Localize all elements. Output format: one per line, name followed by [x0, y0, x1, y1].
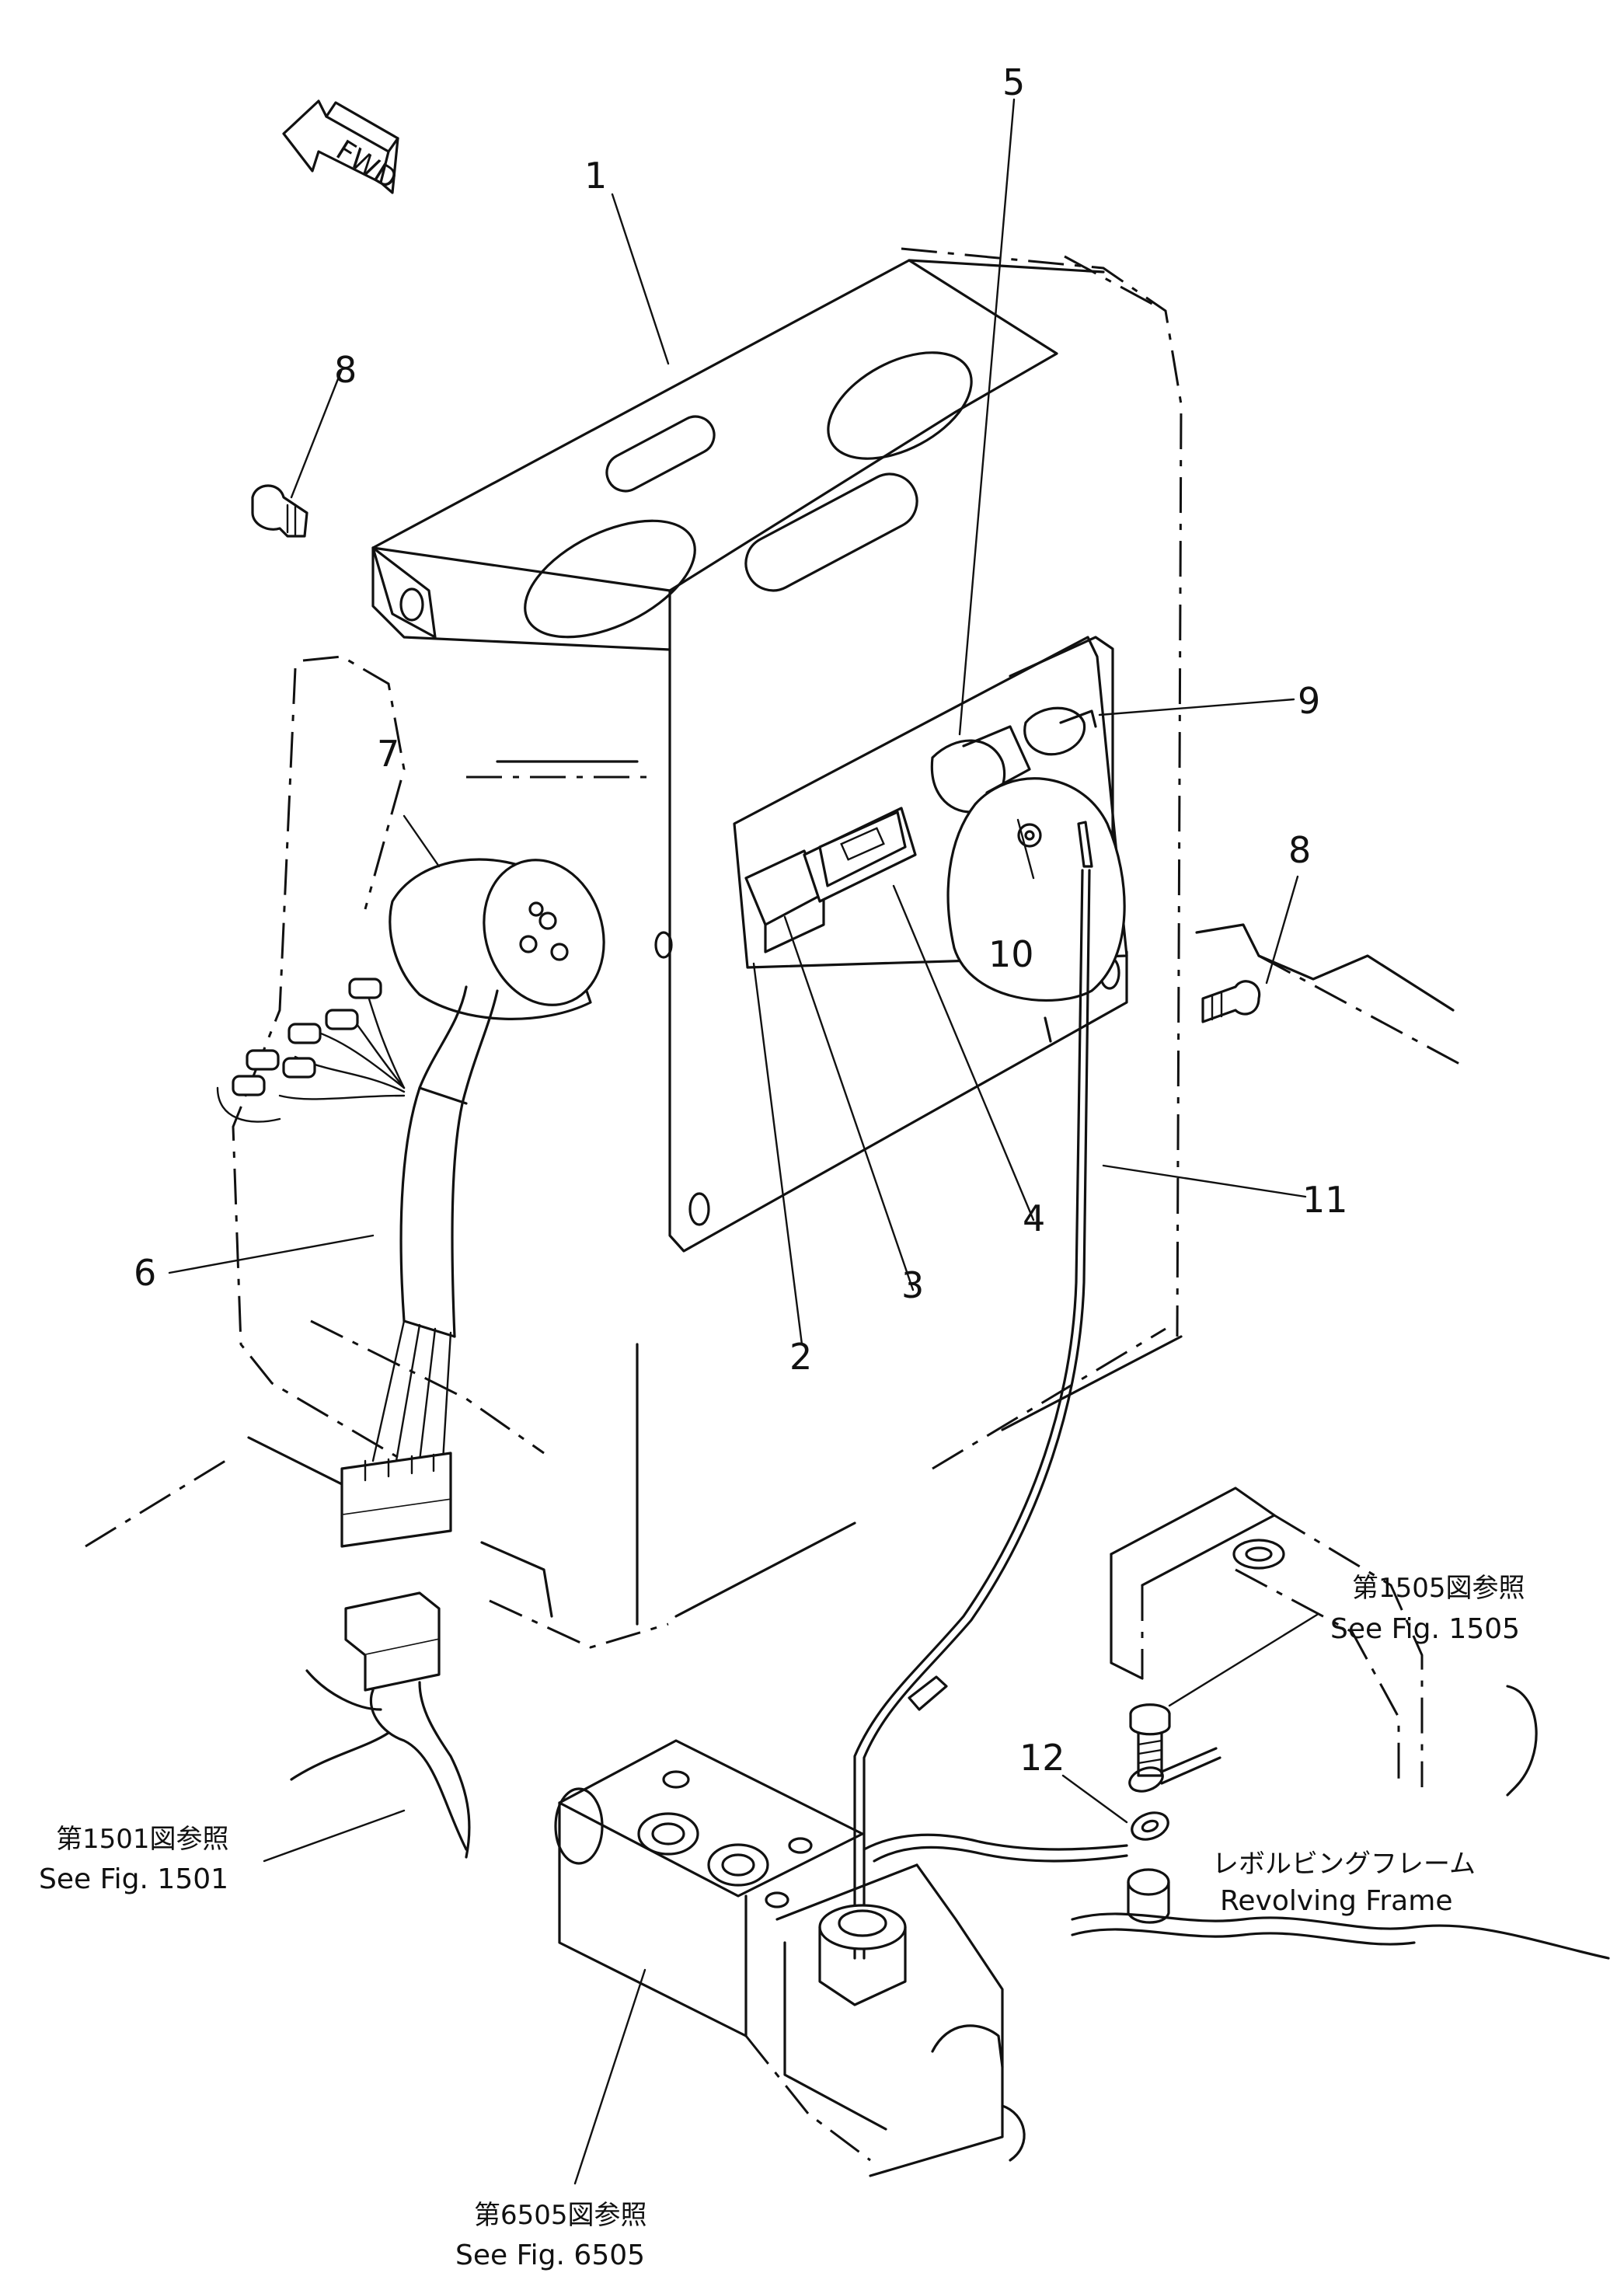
instrument-panel	[733, 636, 1128, 1043]
revolving-frame-en: Revolving Frame	[1220, 1885, 1452, 1917]
ring-terminal-icon	[1127, 1703, 1221, 1924]
callout-11: 11	[1302, 1179, 1348, 1221]
callouts: 1 5 9 8 8 7 10 6 2 3 4 11 12	[134, 61, 1348, 1779]
revolving-frame-jp: レボルビングフレーム	[1212, 1849, 1476, 1880]
callout-5: 5	[1002, 61, 1025, 103]
callout-2: 2	[789, 1336, 812, 1378]
ground-harness	[853, 869, 1128, 1960]
solenoid-valve	[554, 1739, 1026, 2177]
ref-fig1501-en: See Fig. 1501	[39, 1863, 228, 1895]
bolt-right-icon	[1201, 980, 1261, 1023]
ref-fig1505-en: See Fig. 1505	[1330, 1613, 1520, 1645]
ref-fig1505-jp: 第1505図参照	[1352, 1573, 1525, 1604]
callout-9: 9	[1298, 680, 1320, 722]
reference-labels: 第1505図参照 See Fig. 1505 第1501図参照 See Fig.…	[39, 1573, 1525, 2271]
cabinet-housing	[85, 247, 1462, 1649]
bolt-left-icon	[251, 484, 308, 538]
ref-fig6505-jp: 第6505図参照	[474, 2200, 647, 2231]
leader-lines	[168, 98, 1319, 2185]
frame-bracket	[1071, 1487, 1610, 1960]
ref-fig1501-jp: 第1501図参照	[56, 1824, 229, 1855]
callout-12: 12	[1019, 1737, 1065, 1779]
callout-1: 1	[584, 155, 607, 197]
callout-10: 10	[988, 933, 1034, 975]
callout-3: 3	[901, 1264, 924, 1306]
fwd-arrow-icon: FWD	[282, 99, 403, 196]
callout-4: 4	[1023, 1197, 1045, 1239]
callout-7: 7	[377, 733, 399, 775]
callout-6: 6	[134, 1252, 156, 1294]
callout-8-right: 8	[1288, 829, 1311, 871]
callout-8-left: 8	[334, 349, 357, 391]
buzzer-harness	[216, 858, 605, 1859]
ref-fig6505-en: See Fig. 6505	[455, 2239, 645, 2271]
